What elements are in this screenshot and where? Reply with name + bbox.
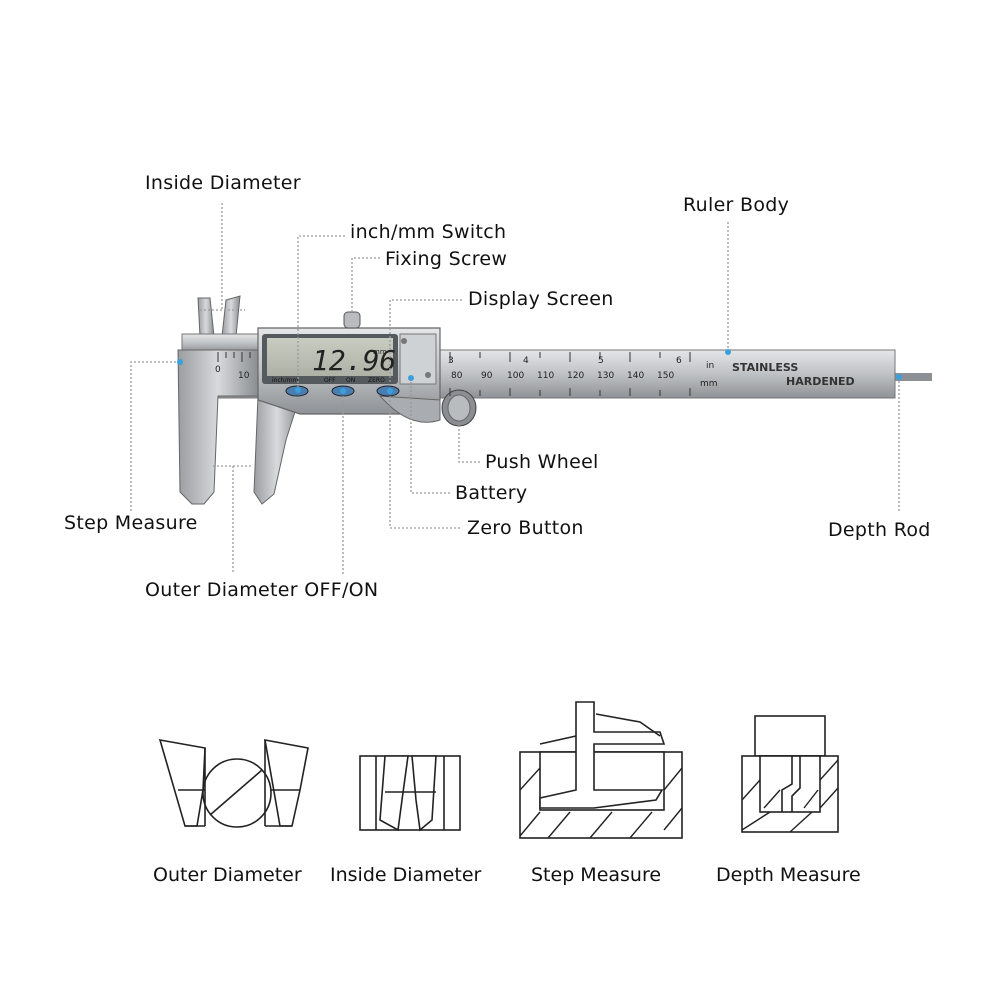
ruler-stamp-hardened: HARDENED bbox=[786, 375, 855, 388]
label-fixing-screw: Fixing Screw bbox=[385, 248, 508, 270]
lcd-screen bbox=[267, 338, 393, 376]
label-depth-rod: Depth Rod bbox=[828, 519, 931, 541]
caption-outer-diameter: Outer Diameter bbox=[153, 864, 302, 886]
moving-inside-jaw bbox=[221, 295, 241, 337]
depth-rod bbox=[890, 373, 932, 381]
label-inside-diameter: Inside Diameter bbox=[145, 172, 301, 194]
sketch-step-measure bbox=[519, 701, 683, 839]
lcd-unit: mm bbox=[373, 348, 387, 356]
scale-mm-90: 90 bbox=[481, 371, 493, 381]
scale-mm-130: 130 bbox=[597, 371, 614, 381]
head-block bbox=[181, 333, 261, 353]
scale-in-4: 4 bbox=[523, 356, 529, 366]
sketch-outer-diameter bbox=[158, 738, 309, 828]
leader-dots bbox=[177, 349, 902, 394]
scale-in-3: 3 bbox=[448, 356, 454, 366]
label-ruler-body: Ruler Body bbox=[683, 194, 790, 216]
scale-mm-120: 120 bbox=[567, 371, 584, 381]
scale-mm-110: 110 bbox=[537, 371, 554, 381]
fixing-screw bbox=[343, 311, 361, 329]
fixed-inside-jaw bbox=[197, 297, 215, 337]
caption-step-measure: Step Measure bbox=[531, 864, 662, 886]
scale-ticks bbox=[217, 352, 691, 396]
btn-label-on: ON bbox=[346, 377, 355, 384]
label-push-wheel: Push Wheel bbox=[485, 451, 599, 473]
label-zero-button: Zero Button bbox=[467, 517, 584, 539]
scale-in-6: 6 bbox=[676, 356, 682, 366]
caption-inside-diameter: Inside Diameter bbox=[330, 864, 482, 886]
sketch-depth-measure bbox=[741, 715, 839, 833]
scale-mm-100: 100 bbox=[507, 371, 524, 381]
label-step-measure: Step Measure bbox=[64, 512, 198, 534]
btn-label-inchmm: inch/mm bbox=[272, 377, 298, 384]
label-outer-diameter-off-on: Outer Diameter OFF/ON bbox=[145, 579, 379, 601]
scale-unit-mm: mm bbox=[700, 379, 718, 389]
ruler-stamp-stainless: STAINLESS bbox=[732, 361, 798, 374]
label-display-screen: Display Screen bbox=[468, 288, 614, 310]
battery-cover bbox=[378, 395, 441, 423]
label-inch-mm-switch: inch/mm Switch bbox=[350, 221, 507, 243]
scale-mm-0: 0 bbox=[215, 365, 221, 375]
scale-mm-10: 10 bbox=[238, 371, 250, 381]
scale-mm-140: 140 bbox=[627, 371, 644, 381]
scale-in-5: 5 bbox=[598, 356, 604, 366]
scale-mm-80: 80 bbox=[451, 371, 463, 381]
scale-unit-in: in bbox=[706, 361, 714, 371]
caption-depth-measure: Depth Measure bbox=[716, 864, 861, 886]
leader-lines bbox=[130, 203, 900, 574]
btn-label-off: OFF bbox=[324, 377, 336, 384]
sketch-inside-diameter bbox=[359, 755, 461, 832]
btn-label-zero: ZERO bbox=[368, 377, 385, 384]
lcd-reading: 12.96 bbox=[312, 344, 396, 377]
scale-mm-150: 150 bbox=[657, 371, 674, 381]
label-battery: Battery bbox=[455, 482, 528, 504]
